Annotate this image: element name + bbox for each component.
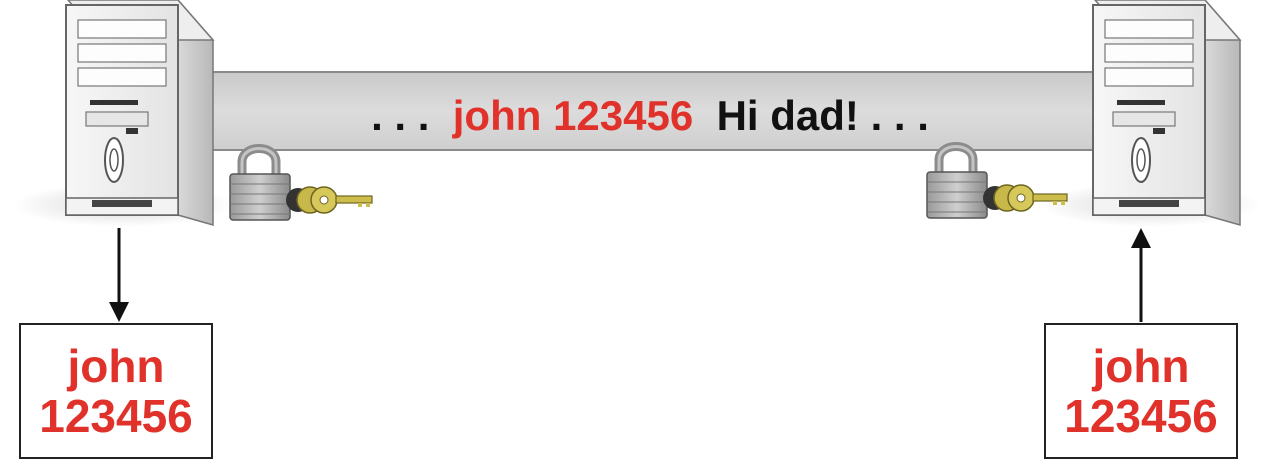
left-credential-password: 123456: [39, 390, 193, 442]
right-credential-username: john: [1092, 340, 1190, 392]
padlock-icon: [926, 142, 1007, 219]
message-credential: john 123456: [452, 92, 694, 139]
key-icon: [296, 186, 373, 214]
message-prefix: . . .: [371, 92, 430, 139]
arrow-down-icon: [109, 228, 129, 322]
channel-message: . . . john 123456 Hi dad! . . .: [300, 88, 1000, 144]
message-text: Hi dad!: [716, 92, 859, 139]
right-credential-password: 123456: [1064, 390, 1218, 442]
left-credential-username: john: [67, 340, 165, 392]
key-icon: [993, 184, 1068, 212]
padlock-icon: [229, 144, 310, 221]
arrow-up-icon: [1131, 228, 1151, 322]
channel-pipe: [200, 71, 1110, 151]
computer-tower-icon: [13, 0, 233, 227]
right-credential-box: john 123456: [1044, 323, 1238, 459]
computer-tower-icon: [1040, 0, 1260, 227]
left-credential-box: john 123456: [19, 323, 213, 459]
message-suffix: . . .: [870, 92, 929, 139]
